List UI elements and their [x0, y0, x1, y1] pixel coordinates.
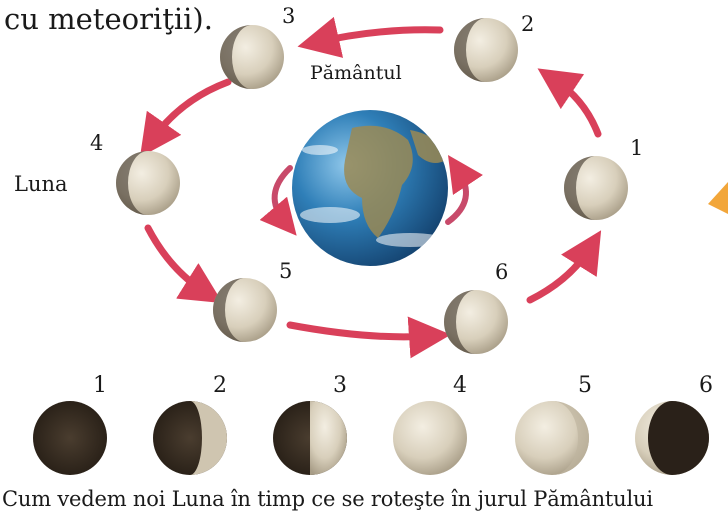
orbit-number-3: 3	[282, 4, 296, 28]
orbit-moon-2	[454, 18, 518, 82]
phase-row	[33, 401, 709, 475]
phase-number-6: 6	[699, 373, 713, 398]
phase-number-3: 3	[333, 373, 347, 398]
orbit-number-2: 2	[521, 12, 535, 36]
orbit-number-4: 4	[90, 131, 104, 155]
earth-label: Pământul	[310, 62, 402, 84]
rotation-arrow-right	[445, 155, 483, 225]
phase-moon-2	[153, 401, 227, 475]
orbit-number-1: 1	[630, 136, 644, 160]
phase-moon-1	[33, 401, 107, 475]
phase-moon-5	[515, 401, 589, 475]
phase-number-5: 5	[578, 373, 592, 398]
top-text: cu meteoriţii).	[4, 2, 213, 36]
orbit-moon-6	[444, 290, 508, 354]
orbit-arrow-4-5	[144, 224, 223, 304]
phase-moon-6	[635, 401, 709, 475]
orbit-arrow-1-2	[537, 68, 602, 138]
phase-number-4: 4	[453, 373, 467, 398]
orbit-arrow-2-3	[297, 16, 444, 58]
orbit-arrow-6-1	[526, 230, 602, 304]
phase-number-2: 2	[213, 373, 227, 398]
orbit-number-5: 5	[279, 259, 293, 283]
caption: Cum vedem noi Luna în timp ce se roteşte…	[2, 487, 653, 511]
phase-moon-4	[393, 401, 467, 475]
orbit-moon-1	[564, 156, 628, 220]
orbit-moon-4	[116, 151, 180, 215]
phase-moon-3	[273, 401, 347, 475]
orbit-moon-5	[213, 278, 277, 342]
moon-label: Luna	[14, 172, 68, 196]
pointer-triangle	[708, 182, 728, 214]
earth-globe	[292, 110, 448, 266]
orbit-number-6: 6	[495, 260, 509, 284]
orbit-arrow-3-4	[139, 78, 232, 158]
phase-number-1: 1	[93, 373, 107, 398]
orbit-moon-3	[220, 25, 284, 89]
orbit-arrow-5-6	[286, 316, 451, 359]
rotation-arrow-left	[259, 165, 297, 236]
